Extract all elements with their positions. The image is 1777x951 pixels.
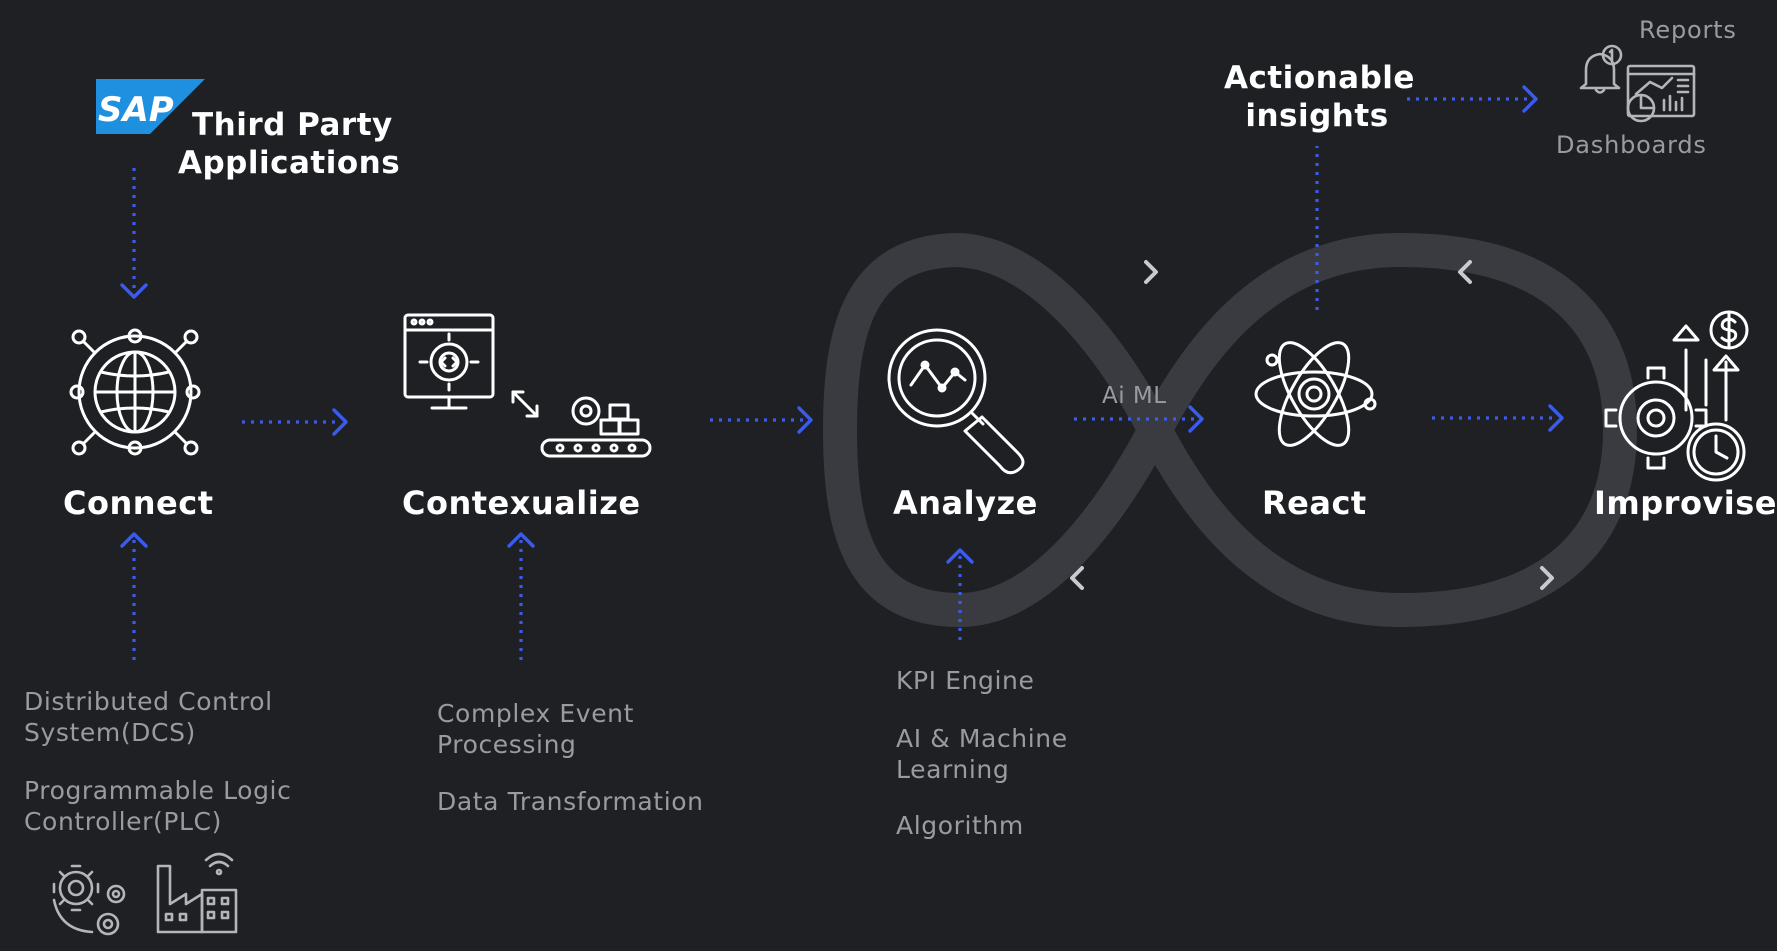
third-party-label: Third Party Applications: [178, 106, 400, 182]
bell-dashboard-icon: [1579, 44, 1696, 123]
input-dcs-line-1: Distributed Control: [24, 687, 273, 716]
arrow-insights-to-dashboards: [1407, 85, 1538, 113]
code-monitor-conveyor-icon: [403, 313, 652, 458]
arrow-connect-to-contextualize: [242, 408, 348, 436]
input-complex-event-processing: Complex Event Processing: [437, 698, 634, 760]
globe-network-icon: [69, 328, 201, 456]
arrow-processing-to-contextualize: [507, 532, 535, 660]
stage-contextualize: Contexualize: [402, 484, 641, 522]
atom-icon: [1254, 341, 1377, 447]
gears-icon: [52, 864, 126, 936]
cep-line-2: Processing: [437, 730, 577, 759]
cep-line-1: Complex Event: [437, 699, 635, 728]
input-algorithm: Algorithm: [896, 811, 1024, 840]
magnifier-chart-icon: [887, 328, 1025, 475]
factory-wifi-icon: [156, 852, 238, 934]
edge-label-ai-ml: Ai ML: [1102, 383, 1167, 409]
aiml-line-2: Learning: [896, 755, 1010, 784]
third-party-line-2: Applications: [178, 145, 401, 181]
input-ai-machine-learning: AI & Machine Learning: [896, 723, 1068, 785]
gear-growth-clock-icon: [1604, 310, 1749, 482]
dashboards-label: Dashboards: [1556, 131, 1707, 159]
stage-connect: Connect: [63, 484, 214, 522]
input-plc-line-2: Controller(PLC): [24, 807, 222, 836]
infinity-loop: [822, 232, 1638, 628]
arrow-react-to-improvise: [1432, 404, 1564, 432]
input-kpi-engine: KPI Engine: [896, 666, 1035, 695]
third-party-line-1: Third Party: [192, 107, 393, 143]
aiml-line-1: AI & Machine: [896, 724, 1068, 753]
loop-chevron-bottom-left: [1070, 566, 1084, 590]
insights-line-2: insights: [1245, 98, 1389, 134]
sap-logo: SAP: [96, 79, 205, 134]
arrow-third-party-to-connect: [120, 168, 148, 299]
arrow-engines-to-analyze: [946, 548, 974, 640]
insights-line-1: Actionable: [1224, 60, 1415, 96]
sap-logo-text: SAP: [98, 90, 174, 130]
arrow-control-systems-to-connect: [120, 532, 148, 660]
loop-chevron-top-left: [1144, 260, 1158, 284]
arrow-analyze-to-react: [1074, 405, 1204, 433]
stage-react: React: [1262, 484, 1367, 522]
input-dcs: Distributed Control System(DCS): [24, 686, 273, 748]
stage-analyze: Analyze: [893, 484, 1038, 522]
stage-improvise: Improvise: [1594, 484, 1777, 522]
input-data-transformation: Data Transformation: [437, 787, 704, 816]
loop-chevron-bottom-right: [1540, 566, 1554, 590]
input-plc-line-1: Programmable Logic: [24, 776, 292, 805]
arrow-contextualize-to-analyze: [710, 406, 813, 434]
input-plc: Programmable Logic Controller(PLC): [24, 775, 291, 837]
input-dcs-line-2: System(DCS): [24, 718, 196, 747]
reports-label: Reports: [1639, 16, 1737, 44]
actionable-insights-label: Actionable insights: [1224, 59, 1415, 135]
loop-chevron-top-right: [1458, 260, 1472, 284]
